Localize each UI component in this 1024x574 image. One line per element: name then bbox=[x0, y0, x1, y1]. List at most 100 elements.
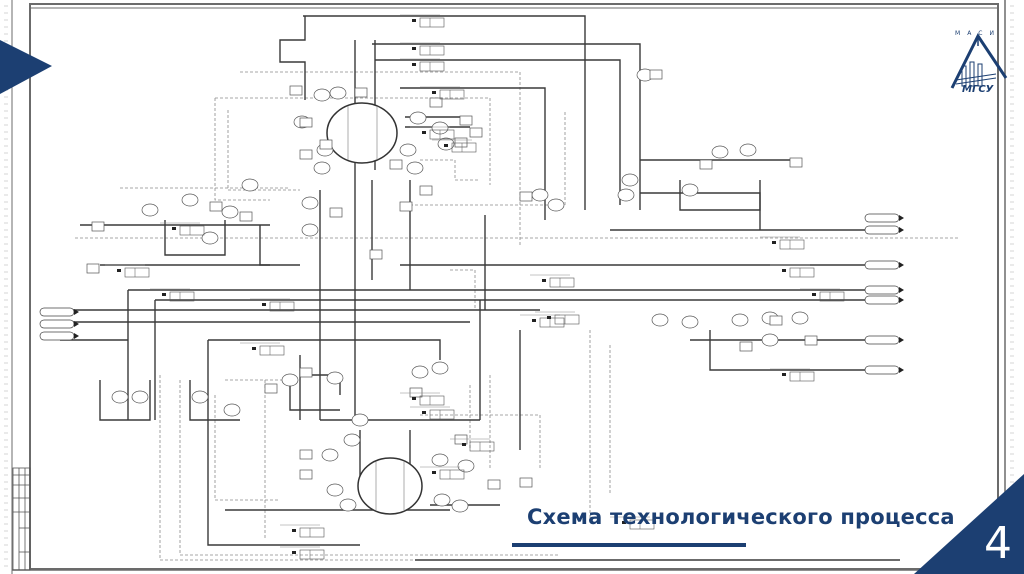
connection-terminal bbox=[864, 213, 900, 223]
line-tag bbox=[419, 395, 445, 406]
valve-marker bbox=[252, 347, 256, 350]
valve-marker bbox=[782, 269, 786, 272]
instrument-bubble bbox=[457, 459, 475, 473]
flow-arrow bbox=[899, 262, 904, 268]
connection-terminal bbox=[39, 319, 75, 329]
flow-arrow bbox=[74, 333, 79, 339]
instrument-box bbox=[369, 249, 383, 260]
connection-terminal bbox=[39, 331, 75, 341]
instrument-bubble bbox=[301, 223, 319, 237]
instrument-bubble bbox=[201, 231, 219, 245]
flow-arrow bbox=[899, 337, 904, 343]
instrument-bubble bbox=[409, 111, 427, 125]
line-tag bbox=[539, 317, 565, 328]
instrument-bubble bbox=[313, 88, 331, 102]
pipelines bbox=[60, 15, 900, 561]
line-tag bbox=[549, 277, 575, 288]
flow-arrow bbox=[74, 309, 79, 315]
instrument-box bbox=[419, 185, 433, 196]
reservoir-upper bbox=[326, 102, 398, 164]
valve-marker bbox=[782, 373, 786, 376]
instrument-box bbox=[519, 477, 533, 488]
university-logo: МАСИ МГСУ bbox=[948, 18, 1008, 102]
valve-marker bbox=[412, 19, 416, 22]
instrument-box bbox=[299, 449, 313, 460]
reservoir-lower bbox=[357, 457, 423, 515]
line-tag bbox=[419, 45, 445, 56]
instrument-box bbox=[739, 341, 753, 352]
instrument-box bbox=[459, 115, 473, 126]
instrument-bubble bbox=[399, 143, 417, 157]
slide-marker-arrow-icon bbox=[0, 40, 52, 94]
line-tag bbox=[419, 17, 445, 28]
valve-marker bbox=[422, 411, 426, 414]
valve-marker bbox=[292, 551, 296, 554]
ruler-ticks bbox=[4, 5, 1014, 567]
valve-marker bbox=[262, 303, 266, 306]
instrument-bubble bbox=[131, 390, 149, 404]
drawing-frame bbox=[11, 0, 1006, 574]
page-number: 4 bbox=[984, 518, 1012, 569]
line-tag bbox=[419, 61, 445, 72]
instrument-bubble bbox=[547, 198, 565, 212]
title-underline bbox=[512, 543, 746, 547]
instrument-bubble bbox=[301, 196, 319, 210]
instrument-bubble bbox=[621, 173, 639, 187]
line-tag bbox=[299, 549, 325, 560]
instrument-bubble bbox=[681, 315, 699, 329]
instrument-box bbox=[354, 87, 368, 98]
connection-terminal bbox=[39, 307, 75, 317]
instrument-bubble bbox=[111, 390, 129, 404]
valve-marker bbox=[292, 529, 296, 532]
valve-marker bbox=[444, 144, 448, 147]
page-corner bbox=[914, 474, 1024, 574]
connection-terminal bbox=[864, 260, 900, 270]
instrument-box bbox=[769, 315, 783, 326]
building-roof-logo-icon bbox=[950, 33, 1008, 89]
flow-arrow bbox=[899, 227, 904, 233]
instrument-box bbox=[399, 201, 413, 212]
line-tag bbox=[429, 129, 455, 140]
line-tag bbox=[439, 469, 465, 480]
instrument-bubble bbox=[241, 178, 259, 192]
instrument-box bbox=[209, 201, 223, 212]
instrument-box bbox=[86, 263, 100, 274]
line-tag bbox=[451, 142, 477, 153]
instrument-box bbox=[409, 387, 423, 398]
instrument-bubble bbox=[326, 371, 344, 385]
instrument-bubble bbox=[181, 193, 199, 207]
instrument-box bbox=[319, 139, 333, 150]
valve-marker bbox=[622, 521, 626, 524]
instrument-box bbox=[329, 207, 343, 218]
valve-marker bbox=[412, 47, 416, 50]
instrument-bubble bbox=[681, 183, 699, 197]
line-tag bbox=[259, 345, 285, 356]
instrument-box bbox=[699, 159, 713, 170]
valve-marker bbox=[412, 397, 416, 400]
instrument-bubble bbox=[411, 365, 429, 379]
instrument-bubble bbox=[313, 161, 331, 175]
instrument-bubble bbox=[617, 188, 635, 202]
valve-marker bbox=[432, 91, 436, 94]
flow-arrow bbox=[899, 215, 904, 221]
connection-terminal bbox=[864, 225, 900, 235]
instrument-bubble bbox=[343, 433, 361, 447]
instrument-bubble bbox=[791, 311, 809, 325]
instrument-box bbox=[789, 157, 803, 168]
instrument-bubble bbox=[351, 413, 369, 427]
valve-marker bbox=[462, 443, 466, 446]
line-tag bbox=[299, 527, 325, 538]
line-tag bbox=[269, 301, 295, 312]
line-tag bbox=[629, 519, 655, 530]
valve-marker bbox=[772, 241, 776, 244]
line-tag bbox=[429, 409, 455, 420]
instrument-bubble bbox=[141, 203, 159, 217]
valve-marker bbox=[547, 316, 551, 319]
instrument-box bbox=[649, 69, 663, 80]
line-tag bbox=[554, 314, 580, 325]
instrument-bubble bbox=[431, 361, 449, 375]
valve-marker bbox=[172, 227, 176, 230]
valve-marker bbox=[542, 279, 546, 282]
